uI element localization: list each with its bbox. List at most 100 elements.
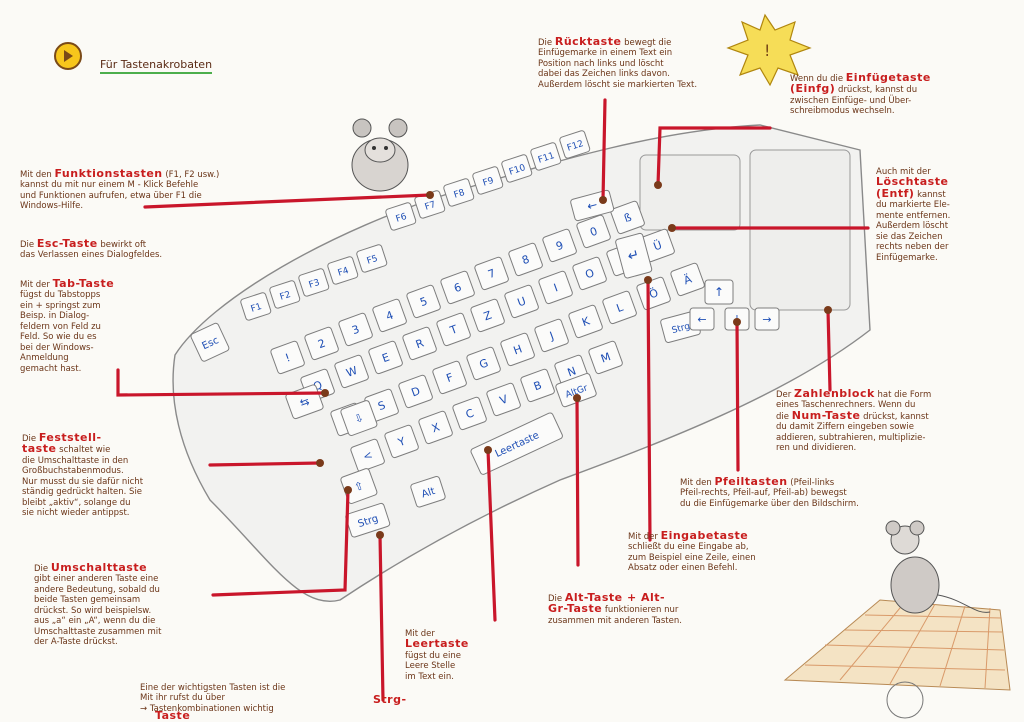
svg-text:0: 0	[588, 225, 599, 240]
svg-text:⇩: ⇩	[353, 411, 366, 426]
note-heading-2: Num-Taste	[791, 408, 861, 422]
note-heading: Strg-	[373, 692, 407, 706]
key-f1: F1	[240, 292, 272, 321]
svg-text:!: !	[283, 351, 292, 365]
svg-text:Ä: Ä	[682, 272, 694, 287]
key-row1-10: ß	[610, 200, 645, 235]
svg-text:F10: F10	[508, 163, 527, 178]
key-strg: Strg	[345, 502, 391, 538]
key-f10: F10	[501, 154, 533, 183]
key-f6: F6	[385, 202, 417, 231]
mouse-character-icon	[351, 118, 409, 192]
note-heading: Pfeiltasten	[714, 474, 788, 488]
key-row1-0: !	[270, 340, 305, 375]
key-row4-0: <	[350, 438, 385, 473]
key-r: R	[402, 326, 437, 361]
key-alt: Alt	[410, 476, 446, 508]
note-heading: Einfügetaste (Einfg)	[790, 70, 931, 95]
key-arrow-left: ←	[689, 307, 715, 331]
note-body: (F1, F2 usw.) kannst du mit nur einem M …	[20, 169, 220, 212]
note-body: Eine der wichtigsten Tasten ist die Mit …	[140, 682, 286, 714]
key-row4-7: M	[588, 340, 623, 375]
note-prefix: Die	[22, 433, 39, 444]
note-body: kannst du markierte Ele- mente entfernen…	[876, 189, 951, 263]
note-body: drückst, kannst du zwischen Einfüge- und…	[790, 85, 918, 116]
key-row4-3: C	[452, 396, 487, 431]
svg-text:9: 9	[554, 239, 565, 254]
key-row3-8: L	[602, 290, 637, 325]
key-t: T	[436, 312, 471, 347]
key-row1-4: 5	[406, 284, 441, 319]
svg-text:R: R	[414, 336, 426, 351]
note-heading: Rücktaste	[554, 34, 622, 48]
key-row1-1: 2	[304, 326, 339, 361]
key-arrow-up: ↑	[704, 279, 734, 305]
note-pfeiltasten: Mit den Pfeiltasten (Pfeil-links Pfeil-r…	[680, 466, 940, 509]
note-strg-heading-2: Taste	[155, 700, 190, 722]
numpad-block	[749, 149, 851, 311]
svg-text:6: 6	[452, 281, 463, 296]
svg-text:Alt: Alt	[420, 486, 436, 501]
note-prefix: Mit den	[680, 477, 715, 488]
key-row1-2: 3	[338, 312, 373, 347]
note-prefix: Der	[776, 389, 794, 400]
note-prefix: Die	[538, 37, 555, 48]
key-esc: Esc	[190, 322, 230, 362]
key-row3-3: F	[432, 360, 467, 395]
svg-text:K: K	[580, 314, 592, 329]
svg-text:V: V	[498, 392, 510, 407]
note-leertaste: Mit der Leertaste fügst du eine Leere St…	[405, 618, 525, 682]
note-heading: Eingabetaste	[660, 528, 749, 542]
leader-dots	[316, 181, 832, 539]
key-row3-4: G	[466, 346, 501, 381]
svg-text:⇧: ⇧	[353, 479, 366, 494]
key-f5: F5	[356, 244, 388, 273]
svg-text:L: L	[615, 300, 626, 315]
svg-text:X: X	[430, 420, 442, 435]
note-heading: Funktionstasten	[54, 166, 163, 180]
svg-text:←: ←	[585, 197, 598, 213]
note-heading: Taste	[155, 708, 191, 722]
note-body: gibt einer anderen Taste eine andere Bed…	[34, 574, 162, 647]
svg-text:7: 7	[486, 267, 497, 282]
key-u: U	[504, 284, 539, 319]
svg-text:F7: F7	[424, 200, 437, 213]
note-strg-heading: Strg-	[373, 684, 407, 706]
svg-text:F: F	[445, 371, 455, 385]
svg-text:F5: F5	[366, 254, 379, 267]
svg-text:3: 3	[350, 323, 361, 338]
key-row4-5: B	[520, 368, 555, 403]
key-shift: ⇧	[340, 468, 378, 504]
svg-text:ß: ß	[622, 211, 633, 226]
svg-text:Strg: Strg	[671, 322, 691, 336]
svg-text:2: 2	[316, 337, 327, 352]
key-row3-5: H	[500, 332, 535, 367]
note-body-2: drückst, kannst du damit Ziffern eingebe…	[776, 411, 929, 454]
nav-cluster	[639, 154, 741, 231]
svg-text:5: 5	[418, 295, 429, 310]
svg-text:Y: Y	[395, 435, 407, 450]
note-prefix: Die	[34, 563, 51, 574]
key-arrow-right: →	[754, 307, 780, 331]
key-row1-7: 8	[508, 242, 543, 277]
key-o: O	[572, 256, 607, 291]
note-heading: Alt-Taste + Alt- Gr-Taste	[548, 590, 666, 615]
key-f12: F12	[559, 130, 591, 159]
svg-text:I: I	[552, 281, 560, 294]
svg-text:F8: F8	[453, 188, 467, 201]
play-icon	[54, 42, 82, 70]
note-prefix: Die	[548, 593, 565, 604]
note-umschalttaste: Die Umschalttaste gibt einer anderen Tas…	[34, 552, 214, 648]
key-row3-6: J	[534, 318, 569, 353]
note-body: fügst du Tabstopps ein + springst zum Be…	[20, 290, 101, 374]
key-z: Z	[470, 298, 505, 333]
note-body: bewegt die Einfügemarke in einem Text ei…	[538, 37, 698, 90]
note-prefix: Wenn du die	[790, 73, 846, 84]
key-row4-1: Y	[384, 424, 419, 459]
note-heading: Umschalttaste	[50, 560, 148, 574]
mouse-character-2-icon	[885, 520, 991, 614]
svg-text:↵: ↵	[626, 246, 641, 264]
note-prefix: Mit der	[628, 531, 661, 542]
note-body: bewirkt oft das Verlassen eines Dialogfe…	[20, 239, 163, 261]
